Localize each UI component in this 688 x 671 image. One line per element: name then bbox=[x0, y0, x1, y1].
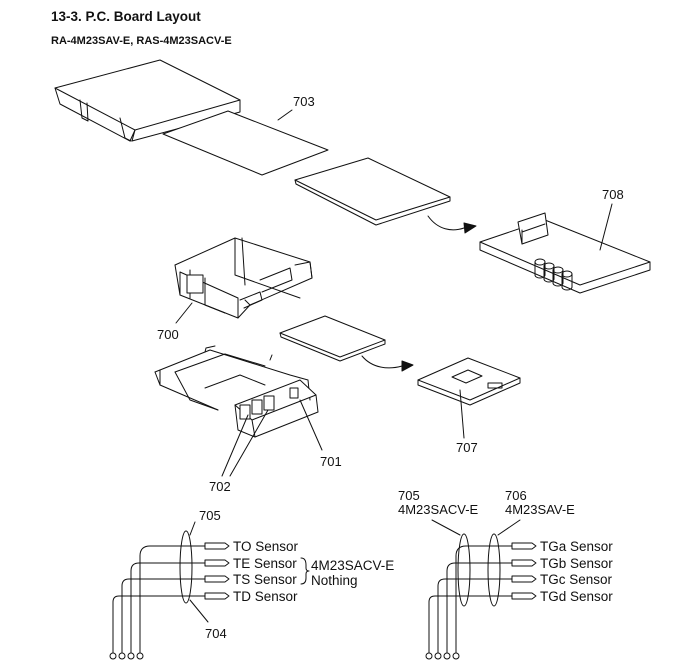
leader-708 bbox=[599, 203, 613, 251]
plate-703 bbox=[162, 110, 329, 176]
right-sensor-harness bbox=[425, 519, 537, 660]
note-nothing: Nothing bbox=[311, 573, 358, 588]
sensor-td: TD Sensor bbox=[233, 589, 298, 604]
pc-board-708 bbox=[479, 212, 651, 294]
clamp-705-left: 705 bbox=[199, 508, 221, 523]
leader-707 bbox=[459, 389, 465, 439]
leader-703 bbox=[277, 109, 293, 121]
callout-701: 701 bbox=[320, 454, 342, 469]
base-assembly bbox=[154, 345, 319, 438]
pc-board-707 bbox=[417, 357, 521, 406]
sensor-te: TE Sensor bbox=[233, 556, 297, 571]
model-subtitle: RA-4M23SAV-E, RAS-4M23SACV-E bbox=[51, 35, 232, 47]
sensor-ts: TS Sensor bbox=[233, 572, 297, 587]
clamp-706-model: 4M23SAV-E bbox=[505, 502, 575, 517]
cover-plate-708 bbox=[294, 157, 451, 226]
clamp-705-right-number: 705 bbox=[398, 488, 420, 503]
callout-700: 700 bbox=[157, 327, 179, 342]
callout-702: 702 bbox=[209, 479, 231, 494]
cover-plate-707 bbox=[279, 315, 386, 362]
leader-700 bbox=[175, 302, 193, 324]
arrow-to-707 bbox=[361, 355, 403, 369]
callout-708: 708 bbox=[602, 187, 624, 202]
sensor-tga: TGa Sensor bbox=[540, 539, 613, 554]
frame-700 bbox=[174, 237, 313, 319]
left-sensor-harness bbox=[109, 521, 310, 660]
page-title: 13-3. P.C. Board Layout bbox=[51, 9, 201, 24]
sensor-tgd: TGd Sensor bbox=[540, 589, 613, 604]
arrow-to-708 bbox=[427, 215, 465, 231]
top-cover bbox=[54, 59, 241, 142]
sensor-tgc: TGc Sensor bbox=[540, 572, 613, 587]
leader-702-b bbox=[229, 409, 269, 477]
clamp-706-number: 706 bbox=[505, 488, 527, 503]
clamp-704: 704 bbox=[205, 626, 227, 641]
leader-701 bbox=[299, 399, 323, 451]
leader-702-a bbox=[221, 414, 249, 477]
callout-707: 707 bbox=[456, 440, 478, 455]
callout-703: 703 bbox=[293, 94, 315, 109]
note-model: 4M23SACV-E bbox=[311, 558, 394, 573]
sensor-tgb: TGb Sensor bbox=[540, 556, 613, 571]
clamp-705-right-model: 4M23SACV-E bbox=[398, 502, 479, 517]
sensor-to: TO Sensor bbox=[233, 539, 299, 554]
